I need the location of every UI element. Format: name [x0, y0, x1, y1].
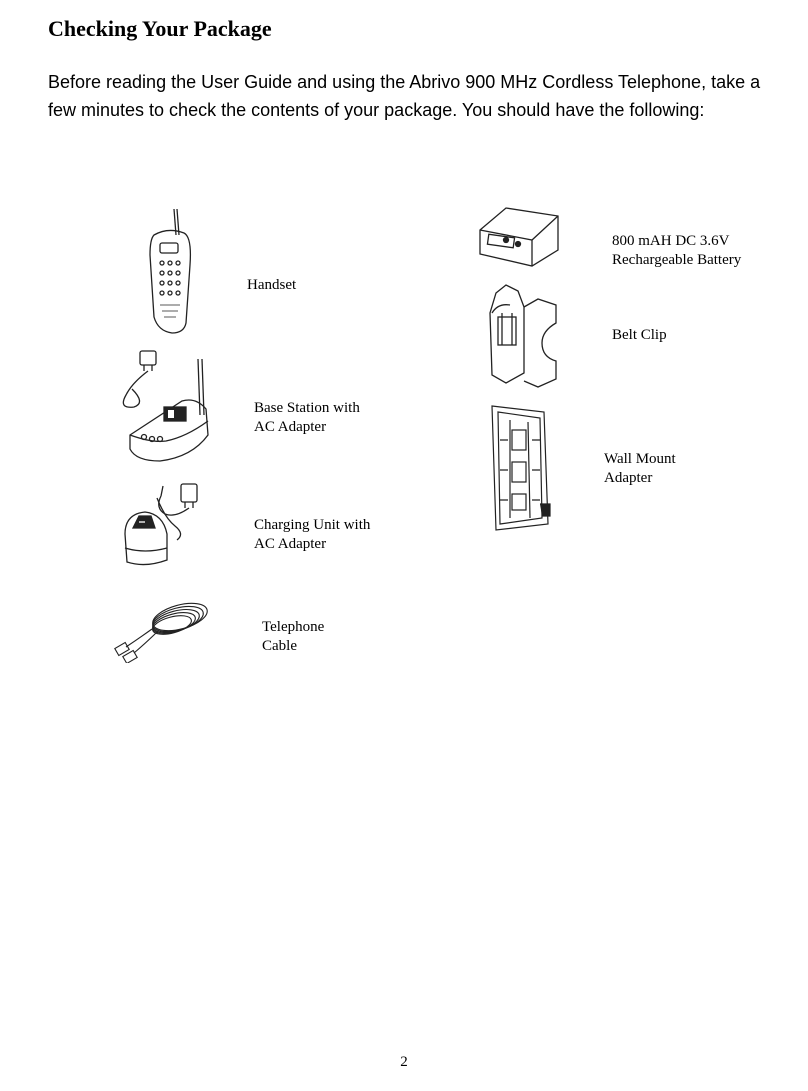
handset-illustration	[140, 205, 220, 340]
charging-unit-label-line-2: AC Adapter	[254, 535, 327, 552]
base-station-label: Base Station with AC Adapter	[254, 399, 360, 436]
coiled-cable-illustration	[108, 595, 220, 663]
charging-unit-illustration	[115, 478, 225, 573]
belt-clip-illustration	[476, 283, 566, 388]
belt-clip-label-line-1: Belt Clip	[612, 327, 667, 343]
intro-paragraph: Before reading the User Guide and using …	[48, 72, 761, 120]
wall-mount-label-line-2: Adapter	[604, 469, 653, 486]
charging-unit-label: Charging Unit with AC Adapter	[254, 516, 370, 553]
wall-mount-label-line-1: Wall Mount	[604, 451, 676, 467]
belt-clip-label: Belt Clip	[612, 326, 667, 345]
page-heading: Checking Your Package	[48, 16, 272, 41]
battery-label-line-1: 800 mAH DC 3.6V	[612, 233, 730, 249]
battery-label-line-2: Rechargeable Battery	[612, 251, 742, 268]
base-station-label-line-1: Base Station with	[254, 400, 360, 416]
battery-label: 800 mAH DC 3.6V Rechargeable Battery	[612, 232, 741, 269]
wall-mount-illustration	[484, 400, 556, 535]
page-number: 2	[400, 1054, 408, 1070]
charging-unit-label-line-1: Charging Unit with	[254, 517, 371, 533]
battery-illustration	[474, 200, 564, 270]
telephone-cable-label: Telephone Cable	[262, 618, 324, 655]
wall-mount-label: Wall Mount Adapter	[604, 450, 676, 487]
base-station-illustration	[112, 345, 222, 470]
handset-label-line-1: Handset	[247, 277, 297, 293]
base-station-label-line-2: AC Adapter	[254, 418, 327, 435]
handset-label: Handset	[247, 276, 296, 295]
telephone-cable-label-line-2: Cable	[262, 637, 297, 654]
telephone-cable-label-line-1: Telephone	[262, 619, 325, 635]
